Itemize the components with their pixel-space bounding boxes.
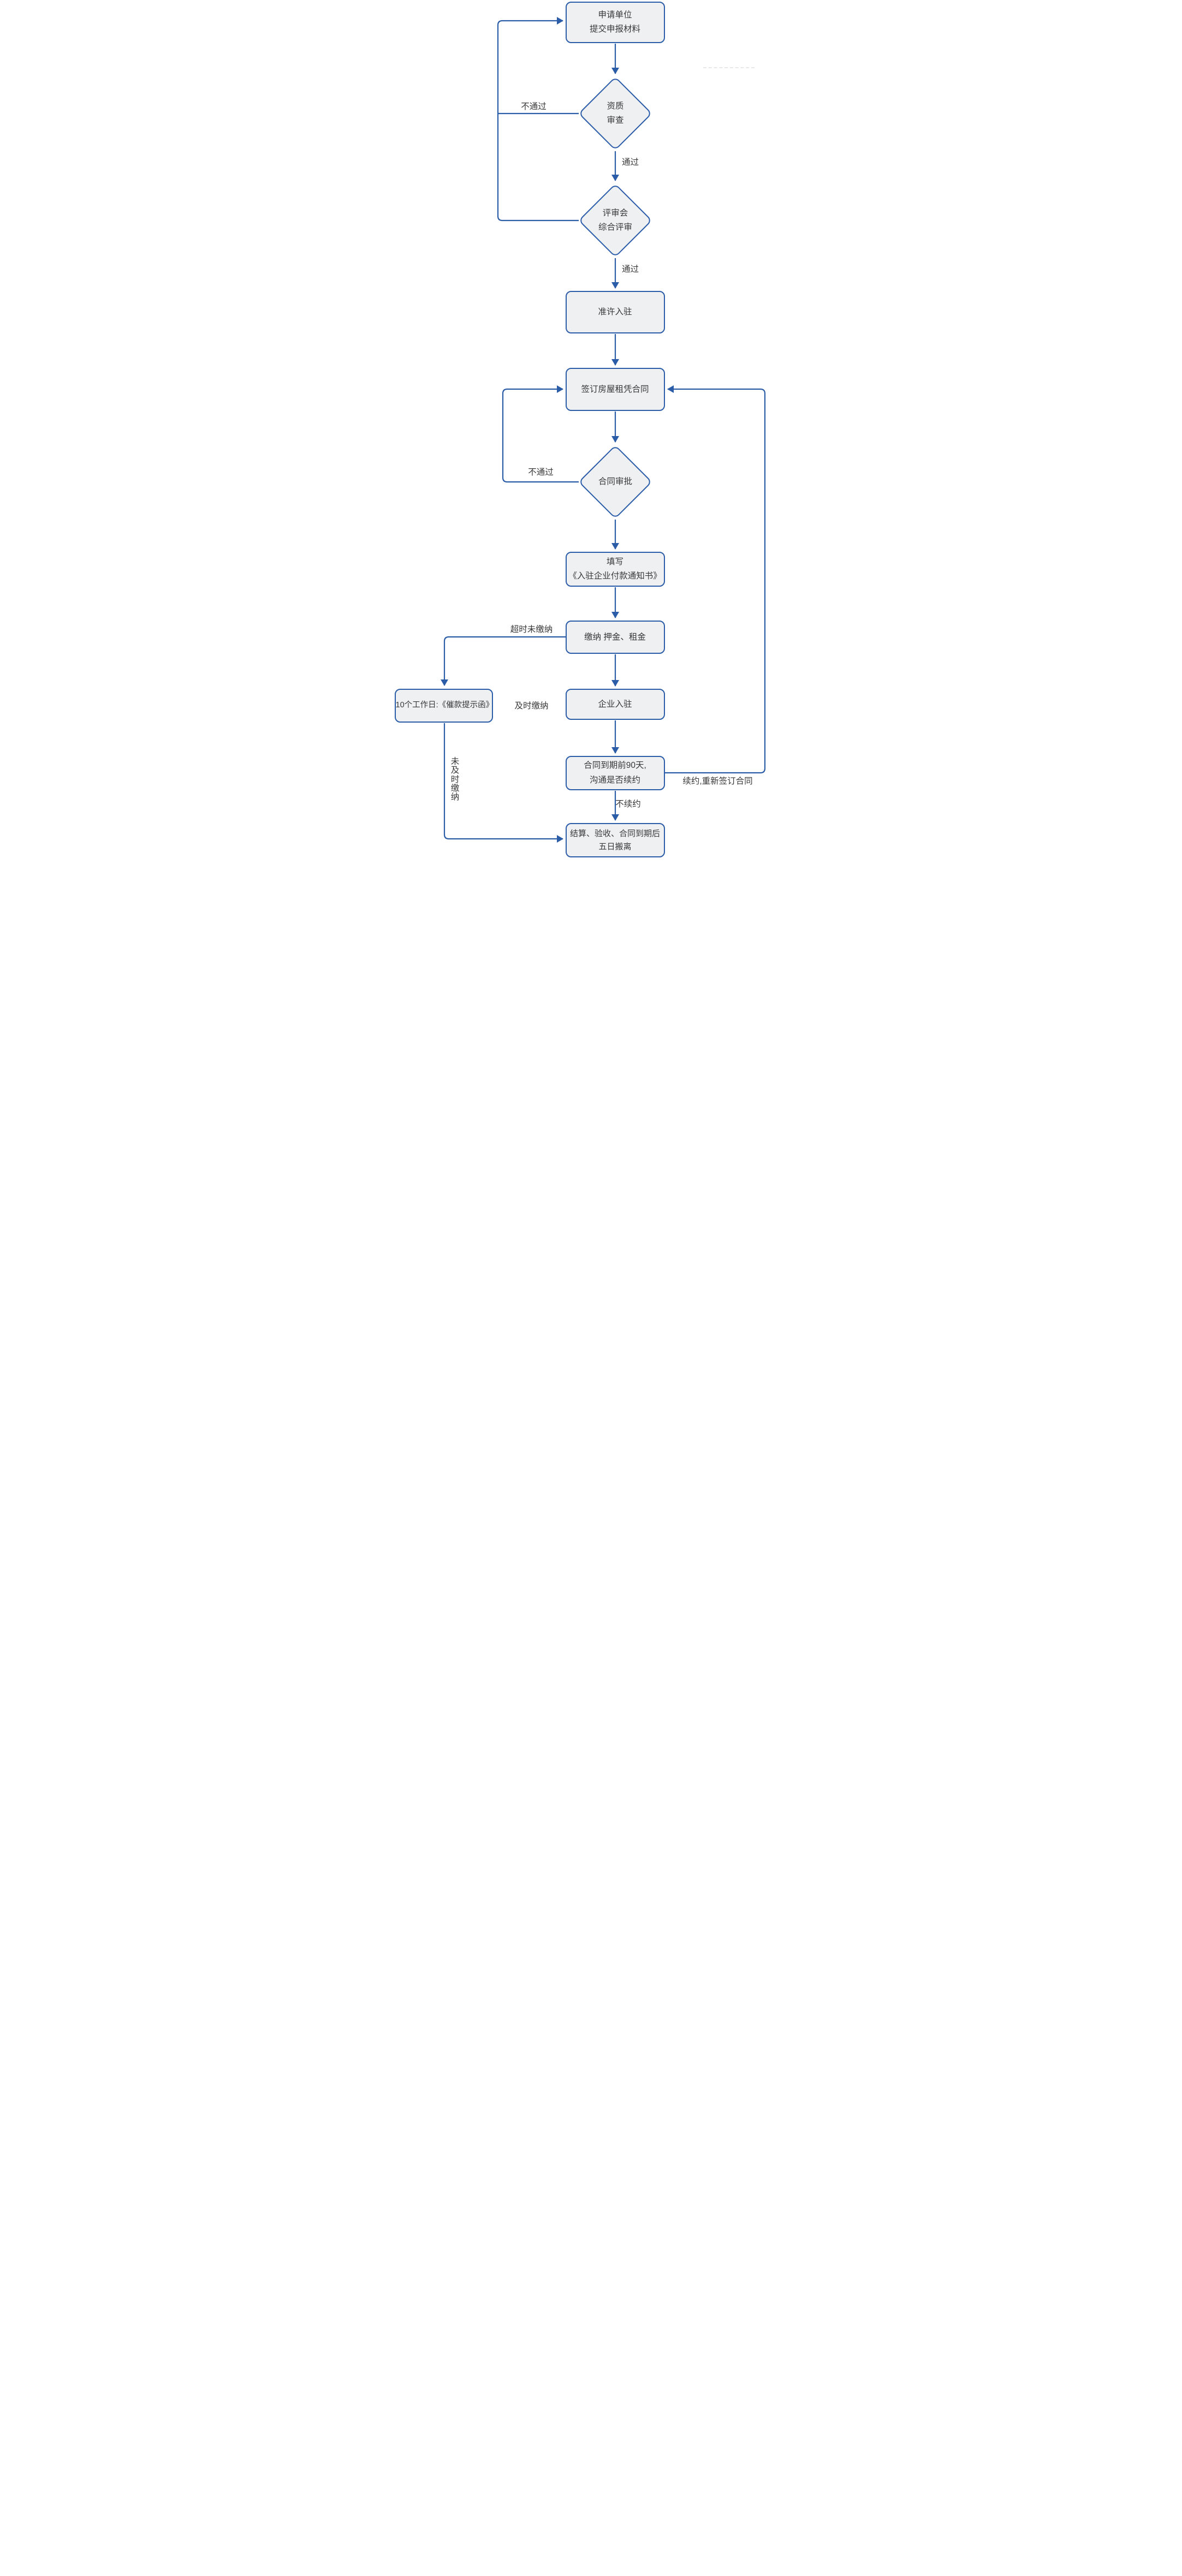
edge-expire-renew-loop-to-sign xyxy=(664,385,765,774)
decision-approval-text: 合同审批 xyxy=(590,457,640,507)
decision-qualification-line2: 审查 xyxy=(606,116,623,125)
label-not-paid-in-time: 未及时缴纳 xyxy=(450,757,460,802)
connector-layer xyxy=(440,17,765,843)
node-permit-entry: 准许入驻 xyxy=(565,291,665,333)
node-enterprise-movein: 企业入驻 xyxy=(565,689,665,720)
label-renew-resign: 续约,重新签订合同 xyxy=(682,777,753,786)
decision-panel-text: 评审会 综合评审 xyxy=(590,195,640,246)
node-pay-deposit-rent: 缴纳 押金、租金 xyxy=(565,621,665,654)
decision-qualification-text: 资质 审查 xyxy=(590,88,640,139)
label-no-renew: 不续约 xyxy=(615,800,641,809)
flowchart-canvas: 申请单位 提交申报材料 准许入驻 签订房屋租凭合同 填写 《入驻企业付款通知书》… xyxy=(394,0,788,858)
decision-panel-line2: 综合评审 xyxy=(598,223,632,232)
node-reminder-label: 10个工作日:《催款提示函》 xyxy=(395,701,494,710)
node-apply-line1: 申请单位 xyxy=(598,10,632,20)
decision-qualification-line1: 资质 xyxy=(606,102,623,111)
node-reminder-letter: 10个工作日:《催款提示函》 xyxy=(394,689,494,723)
node-settle-moveout: 结算、验收、合同到期后 五日搬离 xyxy=(565,823,665,857)
node-expire-line2: 沟通是否续约 xyxy=(589,775,640,785)
node-apply-materials: 申请单位 提交申报材料 xyxy=(565,2,665,43)
node-movein-label: 企业入驻 xyxy=(598,699,632,709)
decision-panel-line1: 评审会 xyxy=(602,208,628,218)
node-settle-line2: 五日搬离 xyxy=(598,842,632,851)
node-contract-expiry-90days: 合同到期前90天, 沟通是否续约 xyxy=(565,756,665,790)
label-review-pass: 通过 xyxy=(621,265,639,274)
edge-pay-overdue-to-reminder xyxy=(440,636,566,686)
node-pay-label: 缴纳 押金、租金 xyxy=(584,632,646,642)
decision-approval-line1: 合同审批 xyxy=(598,477,632,487)
edge-review-fail-loop-to-apply xyxy=(497,17,579,222)
node-apply-line2: 提交申报材料 xyxy=(589,25,640,34)
label-qualification-pass: 通过 xyxy=(621,158,639,167)
edge-approval-fail-loop-to-sign xyxy=(502,385,579,483)
node-settle-line1: 结算、验收、合同到期后 xyxy=(569,828,660,838)
label-paid-on-time: 及时缴纳 xyxy=(514,701,549,711)
node-sign-lease-contract: 签订房屋租凭合同 xyxy=(565,368,665,411)
faint-watermark-artifact xyxy=(703,67,755,68)
node-notice-line1: 填写 xyxy=(606,557,623,567)
label-approval-fail: 不通过 xyxy=(528,468,554,477)
node-notice-line2: 《入驻企业付款通知书》 xyxy=(568,571,662,581)
label-qualification-fail: 不通过 xyxy=(521,102,547,111)
edge-reminder-to-settle xyxy=(443,723,563,843)
node-expire-line1: 合同到期前90天, xyxy=(584,761,646,771)
label-overdue-unpaid: 超时未缴纳 xyxy=(510,625,553,634)
node-payment-notice: 填写 《入驻企业付款通知书》 xyxy=(565,552,665,587)
node-permit-label: 准许入驻 xyxy=(598,307,632,317)
node-sign-label: 签订房屋租凭合同 xyxy=(581,384,649,394)
